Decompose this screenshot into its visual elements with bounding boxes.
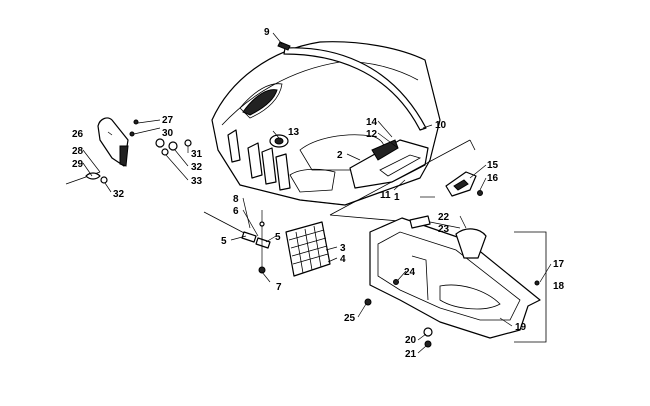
callout-2: 2: [337, 150, 343, 161]
screw-27: [133, 119, 139, 125]
callout-31: 31: [191, 149, 203, 160]
rail-strip: [283, 47, 427, 131]
emblem-center: [274, 137, 284, 145]
screw-9: [277, 41, 291, 51]
callout-13: 13: [288, 127, 300, 138]
callout-6: 6: [233, 206, 239, 217]
callout-23: 23: [438, 224, 450, 235]
callout-20: 20: [405, 335, 417, 346]
callout-11: 11: [380, 190, 391, 201]
callout-32a: 32: [191, 162, 203, 173]
grille-assembly: [285, 221, 331, 277]
callout-5b: 5: [275, 232, 281, 243]
lid-22: [455, 228, 487, 259]
callout-28: 28: [72, 146, 84, 157]
callout-30: 30: [162, 128, 174, 139]
callout-9: 9: [264, 27, 270, 38]
callout-12: 12: [366, 129, 378, 140]
callout-19: 19: [515, 322, 527, 333]
bracket-5b: [255, 237, 271, 249]
callout-24: 24: [404, 267, 416, 278]
callout-8: 8: [233, 194, 239, 205]
nut-32: [168, 141, 178, 151]
callout-3: 3: [340, 243, 346, 254]
washer-32b: [100, 176, 108, 184]
callout-32b: 32: [113, 189, 125, 200]
headlight-bucket: [97, 117, 129, 167]
screw-16: [477, 190, 483, 196]
screw-24: [393, 279, 399, 285]
callout-25: 25: [344, 313, 356, 324]
clip-6: [259, 221, 265, 227]
callout-4: 4: [340, 254, 346, 265]
callout-7: 7: [276, 282, 282, 293]
headlight-trim: [349, 139, 429, 189]
screw-17: [534, 280, 540, 286]
callout-16: 16: [487, 173, 499, 184]
callout-15: 15: [487, 160, 499, 171]
leader-lines: [82, 32, 552, 354]
callout-27: 27: [162, 115, 174, 126]
callout-21: 21: [405, 349, 417, 360]
callout-26: 26: [72, 129, 84, 140]
screw-25: [364, 298, 372, 306]
nut-7: [258, 266, 266, 274]
callout-18: 18: [553, 281, 565, 292]
cable-8: [203, 211, 249, 236]
callout-14: 14: [366, 117, 378, 128]
washer-30: [155, 138, 165, 148]
callout-22: 22: [438, 212, 450, 223]
callout-labels: 1 2 3 4 5 5 6 7 8 9 10 11 12 13 14 15 16…: [72, 27, 565, 360]
callout-5a: 5: [221, 236, 227, 247]
nut-21: [424, 340, 432, 348]
callout-1: 1: [394, 192, 400, 203]
callout-10: 10: [435, 120, 447, 131]
callout-33: 33: [191, 176, 203, 187]
hood-assembly: [211, 41, 441, 206]
plug-23: [409, 215, 431, 229]
storage-tray: [369, 217, 541, 339]
bolt-31: [184, 139, 192, 147]
bracket-17-18: [514, 231, 547, 343]
bracket-5a: [241, 231, 257, 243]
callout-29: 29: [72, 159, 84, 170]
callout-17: 17: [553, 259, 565, 270]
